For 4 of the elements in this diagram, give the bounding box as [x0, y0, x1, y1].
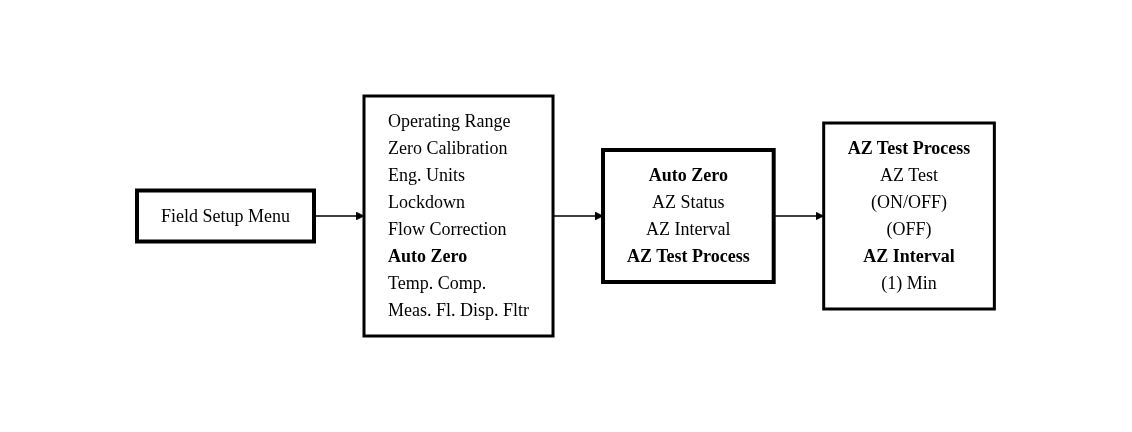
node-box: Field Setup Menu — [135, 188, 317, 244]
node-box: Operating Range Zero Calibration Eng. Units Lockdown Flow Correction Auto Zero Temp. Comp. Meas. Fl. Disp. Fltr — [362, 94, 555, 338]
node-box: Auto Zero AZ Status AZ Interval AZ Test Process — [601, 148, 776, 284]
node-box: AZ Test Process AZ Test (ON/OFF) (OFF) AZ Interval (1) Min — [822, 121, 997, 311]
